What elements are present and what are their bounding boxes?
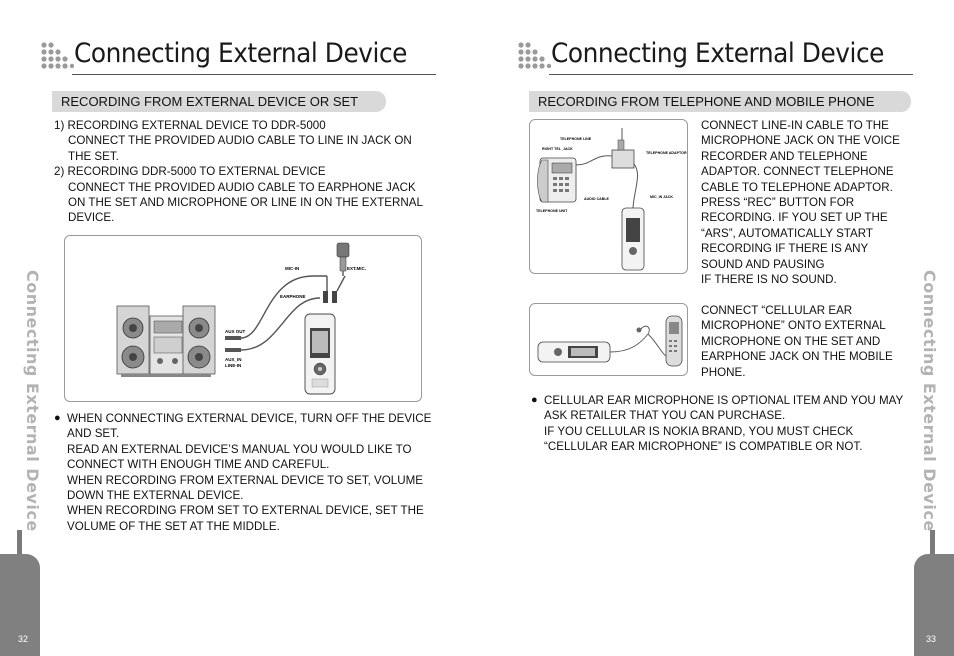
step-body: CONNECT THE PROVIDED AUDIO CABLE TO LINE… [68, 134, 412, 163]
note-text: IF YOU CELLULAR IS NOKIA BRAND, YOU MUST… [544, 424, 863, 454]
steps-list: 1) RECORDING EXTERNAL DEVICE TO DDR-5000… [54, 118, 434, 226]
mobile-instructions: CONNECT “CELLULAR EAR MICROPHONE” ONTO E… [701, 303, 913, 380]
note-text: CELLULAR EAR MICROPHONE IS OPTIONAL ITEM… [544, 394, 904, 423]
page-number: 32 [18, 634, 29, 644]
mobile-phone-diagram [529, 303, 688, 376]
page-number: 33 [926, 634, 937, 644]
notes-block: ● WHEN CONNECTING EXTERNAL DEVICE, TURN … [54, 411, 434, 534]
page-title: Connecting External Device [551, 38, 884, 69]
diagram-label-telephone-unit: TELEPHONE UNIT [536, 209, 568, 213]
diagram-label-ext-mic: EXT.MIC. [347, 266, 366, 271]
diagram-label-adaptor: TELEPHONE ADAPTOR [646, 151, 687, 155]
telephone-instructions: CONNECT LINE-IN CABLE TO THE MICROPHONE … [701, 118, 913, 287]
title-dots-icon [41, 42, 74, 69]
diagram-label-line-in: LINE-IN [225, 363, 241, 368]
diagram-label-aux-in: AUX_IN [225, 357, 242, 362]
diagram-label-tel-jack: RIGHT TEL_JACK [542, 147, 573, 151]
telephone-text-continued: IF THERE IS NO SOUND. [701, 273, 837, 287]
diagram-label-audio-cable: AUDIO CABLE [584, 197, 610, 201]
note-text: WHEN RECORDING FROM EXTERNAL DEVICE TO S… [67, 473, 424, 503]
diagram-label-mic-in-jack: MIC_IN JACK [650, 195, 673, 199]
telephone-connection-illustration: TELEPHONE LINE RIGHT TEL_JACK TELEPHONE … [536, 128, 687, 271]
title-rule [549, 74, 913, 75]
external-device-diagram: MIC-IN EXT.MIC. EARPHONE AUX OUT AUX_IN … [64, 235, 422, 402]
side-tab-label: Connecting External Device [23, 270, 42, 532]
section-title: RECORDING FROM TELEPHONE AND MOBILE PHON… [529, 91, 911, 112]
diagram-label-earphone: EARPHONE [280, 294, 306, 299]
mobile-text: CONNECT “CELLULAR EAR MICROPHONE” ONTO E… [701, 304, 893, 379]
diagram-label-telephone-line: TELEPHONE LINE [560, 137, 592, 141]
section-title: RECORDING FROM EXTERNAL DEVICE OR SET [52, 91, 386, 112]
side-tab-label: Connecting External Device [920, 270, 939, 532]
mobile-connection-illustration [537, 315, 683, 367]
right-page: Connecting External Device RECORDING FRO… [477, 0, 954, 656]
title-dots-icon [518, 42, 551, 69]
step-body: CONNECT THE PROVIDED AUDIO CABLE TO EARP… [68, 180, 423, 225]
side-tab [0, 554, 40, 656]
side-tab [914, 554, 954, 656]
left-page: Connecting External Device RECORDING FRO… [0, 38, 438, 656]
page-title: Connecting External Device [74, 38, 407, 69]
side-tab-bar [17, 530, 22, 565]
bullet-icon: ● [54, 412, 61, 424]
notes-block: ● CELLULAR EAR MICROPHONE IS OPTIONAL IT… [531, 393, 911, 455]
diagram-label-mic-in: MIC-IN [285, 266, 299, 271]
step-heading: 2) RECORDING DDR-5000 TO EXTERNAL DEVICE [54, 165, 326, 179]
diagram-label-aux-out: AUX OUT [225, 329, 246, 334]
title-block: Connecting External Device [515, 38, 915, 78]
note-text: READ AN EXTERNAL DEVICE’S MANUAL YOU WOU… [67, 442, 412, 472]
title-block: Connecting External Device [38, 38, 438, 78]
telephone-text: CONNECT LINE-IN CABLE TO THE MICROPHONE … [701, 119, 900, 271]
note-text: WHEN CONNECTING EXTERNAL DEVICE, TURN OF… [67, 412, 432, 441]
bullet-icon: ● [531, 394, 538, 406]
telephone-diagram: TELEPHONE LINE RIGHT TEL_JACK TELEPHONE … [529, 119, 688, 274]
note-text: WHEN RECORDING FROM SET TO EXTERNAL DEVI… [67, 504, 424, 533]
side-tab-bar [930, 530, 935, 565]
stereo-connection-illustration: MIC-IN EXT.MIC. EARPHONE AUX OUT AUX_IN … [116, 242, 366, 395]
title-rule [72, 74, 436, 75]
step-heading: 1) RECORDING EXTERNAL DEVICE TO DDR-5000 [54, 119, 326, 132]
